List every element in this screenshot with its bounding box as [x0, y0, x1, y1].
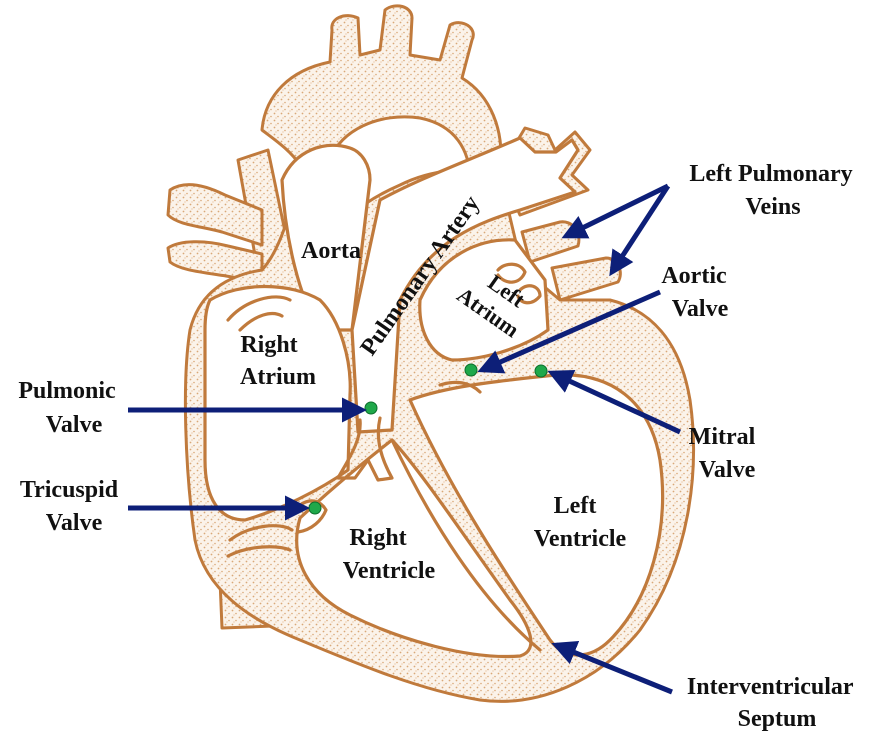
left-pulmonary-vein-upper — [522, 222, 579, 262]
mitral-valve-dot-icon — [535, 365, 547, 377]
label-tricuspid-valve: Tricuspid Valve — [20, 477, 124, 536]
aortic-arch — [262, 6, 501, 180]
label-aorta: Aorta — [301, 238, 361, 264]
label-mitral-valve: Mitral Valve — [689, 424, 762, 483]
aortic-valve-dot-icon — [465, 364, 477, 376]
pulmonic-valve-dot-icon — [365, 402, 377, 414]
label-interventricular-septum: Interventricular Septum — [687, 674, 859, 732]
label-left-pulmonary-veins: Left Pulmonary Veins — [689, 161, 858, 220]
tricuspid-valve-dot-icon — [309, 502, 321, 514]
label-aortic-valve: Aortic Valve — [661, 263, 732, 322]
label-pulmonic-valve: Pulmonic Valve — [18, 378, 121, 438]
left-pulmonary-vein-lower — [552, 258, 620, 300]
